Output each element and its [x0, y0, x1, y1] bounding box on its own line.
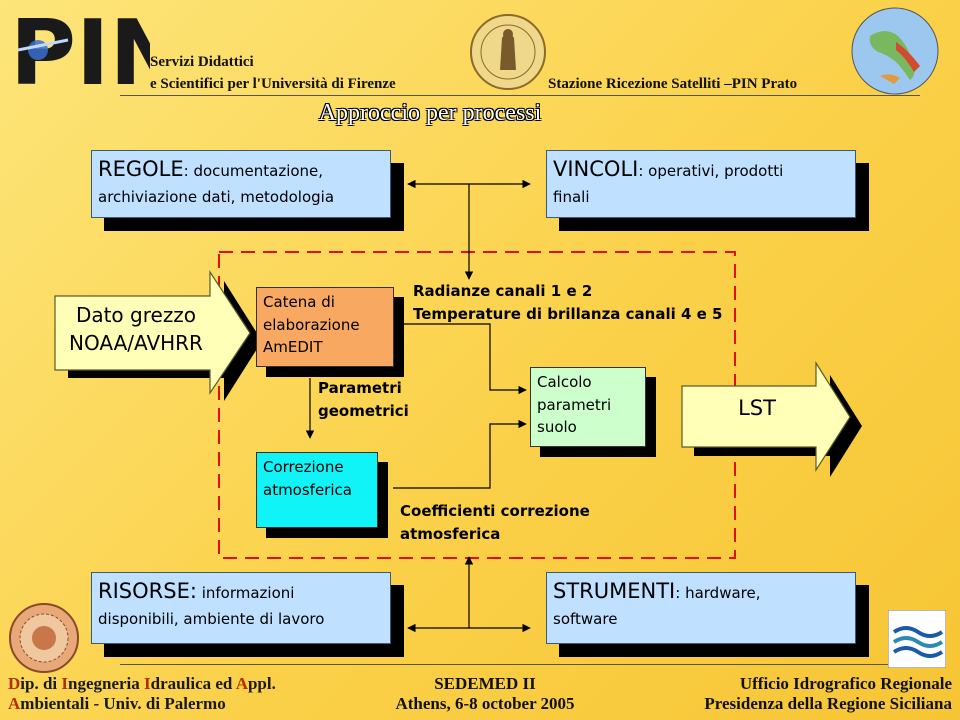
pin-logo: PIN — [10, 8, 150, 88]
footer-center: SEDEMED II Athens, 6-8 october 2005 — [380, 674, 590, 715]
input-arrow-line1: Dato grezzo — [76, 303, 196, 327]
vincoli-rest: : operativi, prodotti — [638, 162, 784, 180]
strumenti-head: STRUMENTI — [553, 579, 676, 603]
calcolo-box: Calcolo parametri suolo — [530, 367, 646, 447]
parametri-label: Parametri geometrici — [318, 377, 409, 422]
header-divider — [120, 95, 920, 96]
radianze-line1: Radianze canali 1 e 2 — [413, 282, 593, 300]
catena-line3: AmEDIT — [263, 338, 323, 356]
risorse-box: RISORSE: informazioni disponibili, ambie… — [91, 572, 391, 644]
parametri-line1: Parametri — [318, 379, 402, 397]
correzione-box: Correzione atmosferica — [256, 452, 378, 528]
calcolo-line2: parametri — [537, 395, 612, 414]
radianze-label: Radianze canali 1 e 2 Temperature di bri… — [413, 280, 722, 325]
strumenti-rest: : hardware, — [675, 584, 761, 602]
slide-title: Approccio per processi — [318, 100, 542, 126]
header-line1: Servizi Didattici — [150, 54, 254, 70]
footer-right-line1: Ufficio Idrografico Regionale — [739, 674, 952, 693]
catena-to-calcolo-arrow — [404, 323, 527, 395]
correzione-to-calcolo-arrow — [393, 419, 527, 489]
regole-rest: : documentazione, — [183, 162, 324, 180]
output-block-arrow: LST — [681, 360, 862, 477]
palermo-seal-icon — [9, 603, 79, 673]
regole-head: REGOLE — [98, 157, 184, 181]
output-arrow-label: LST — [738, 396, 776, 420]
catena-line2: elaborazione — [263, 315, 360, 334]
satellite-globe-icon — [851, 7, 939, 95]
input-arrow-line2: NOAA/AVHRR — [69, 331, 203, 355]
regole-line2: archiviazione dati, metodologia — [98, 187, 335, 206]
university-seal-icon — [470, 14, 546, 90]
footer-left-line1: Dip. di Ingegneria Idraulica ed Appl. — [8, 674, 276, 693]
footer-left-line2: Ambientali - Univ. di Palermo — [8, 694, 226, 714]
vincoli-line2: finali — [553, 187, 590, 206]
footer-left: Dip. di Ingegneria Idraulica ed Appl. Am… — [8, 674, 276, 715]
vincoli-box: VINCOLI: operativi, prodotti finali — [546, 150, 856, 218]
risorse-rest: informazioni — [196, 584, 295, 602]
vincoli-head: VINCOLI — [553, 157, 639, 181]
coefficienti-label: Coefficienti correzione atmosferica — [400, 500, 590, 545]
strumenti-box: STRUMENTI: hardware, software — [546, 572, 856, 644]
correzione-line2: atmosferica — [263, 480, 352, 499]
ufficio-idrografico-logo-icon — [888, 610, 946, 668]
footer-center-line2: Athens, 6-8 october 2005 — [395, 694, 575, 714]
radianze-line2: Temperature di brillanza canali 4 e 5 — [413, 304, 723, 323]
input-block-arrow: Dato grezzo NOAA/AVHRR — [54, 269, 262, 401]
risorse-head: RISORSE: — [98, 579, 197, 603]
correzione-line1: Correzione — [263, 458, 344, 476]
footer-right: Ufficio Idrografico Regionale Presidenza… — [660, 674, 952, 715]
header-line2: e Scientifici per l'Università di Firenz… — [150, 76, 396, 92]
footer-right-line2: Presidenza della Regione Siciliana — [704, 694, 952, 714]
catena-line1: Catena di — [263, 293, 335, 311]
coefficienti-line1: Coefficienti correzione — [400, 502, 590, 520]
header-station: Stazione Ricezione Satelliti –PIN Prato — [548, 76, 798, 92]
footer-divider — [120, 664, 920, 665]
coefficienti-line2: atmosferica — [400, 524, 501, 543]
footer-center-line1: SEDEMED II — [434, 674, 536, 693]
regole-box: REGOLE: documentazione, archiviazione da… — [91, 150, 391, 218]
risorse-line2: disponibili, ambiente di lavoro — [98, 609, 325, 628]
strumenti-line2: software — [553, 609, 618, 628]
parametri-line2: geometrici — [318, 401, 409, 420]
calcolo-line3: suolo — [537, 418, 577, 436]
catena-box: Catena di elaborazione AmEDIT — [256, 287, 394, 367]
calcolo-line1: Calcolo — [537, 373, 592, 391]
